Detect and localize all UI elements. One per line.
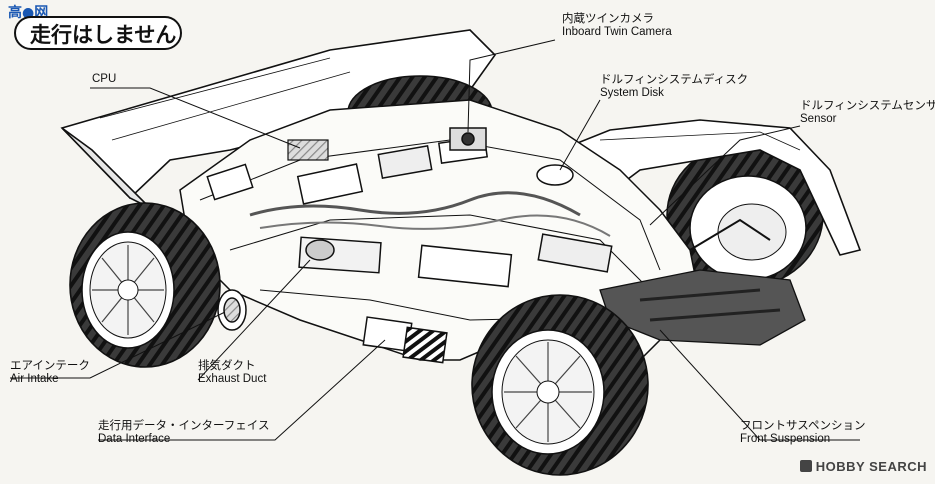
callout-data: 走行用データ・インターフェイス Data Interface (98, 418, 269, 446)
callout-cpu-en: CPU (92, 73, 117, 85)
watermark-icon (799, 460, 812, 472)
callout-disk-en: System Disk (600, 87, 664, 99)
callout-data-ja: 走行用データ・インターフェイス (98, 418, 270, 432)
callout-intake: エアインテーク Air Intake (10, 358, 90, 386)
callout-exhaust-en: Exhaust Duct (198, 373, 267, 385)
callout-suspension-en: Front Suspension (740, 433, 831, 445)
leader-disk (559, 99, 601, 171)
watermark-text: HOBBY SEARCH (815, 459, 927, 474)
rear-wing (60, 29, 497, 209)
callout-suspension: フロントサスペンション Front Suspension (740, 418, 865, 446)
leader-intake (10, 311, 226, 379)
front-suspension (599, 218, 806, 346)
callout-sensor: ドルフィンシステムセンサー Sensor (800, 98, 935, 126)
callout-suspension-ja: フロントサスペンション (740, 418, 866, 432)
callout-intake-ja: エアインテーク (10, 358, 90, 372)
watermark: HOBBY SEARCH (799, 459, 927, 474)
front-left-tire (471, 294, 649, 476)
callout-camera: 内蔵ツインカメラ Inboard Twin Camera (562, 11, 672, 39)
leader-cpu (90, 87, 301, 149)
callout-cpu: CPU (92, 72, 116, 86)
front-bodywork (558, 119, 862, 256)
leader-camera (467, 39, 556, 133)
callout-sensor-en: Sensor (800, 113, 837, 125)
callout-exhaust: 排気ダクト Exhaust Duct (198, 358, 266, 386)
callout-sensor-ja: ドルフィンシステムセンサー (800, 98, 935, 112)
rear-left-tire (69, 202, 221, 368)
leader-exhaust (197, 259, 311, 381)
page-title: 走行はしません (14, 16, 182, 50)
callout-camera-ja: 内蔵ツインカメラ (562, 11, 654, 25)
leader-suspension (659, 329, 860, 441)
callout-intake-en: Air Intake (10, 373, 59, 385)
callout-disk: ドルフィンシステムディスク System Disk (600, 72, 748, 100)
leader-data (98, 339, 386, 441)
callout-data-en: Data Interface (98, 433, 171, 445)
callout-camera-en: Inboard Twin Camera (562, 26, 672, 38)
leader-lines (10, 39, 860, 441)
callout-exhaust-ja: 排気ダクト (198, 358, 256, 372)
callout-disk-ja: ドルフィンシステムディスク (600, 72, 749, 86)
leader-sensor (649, 125, 801, 226)
